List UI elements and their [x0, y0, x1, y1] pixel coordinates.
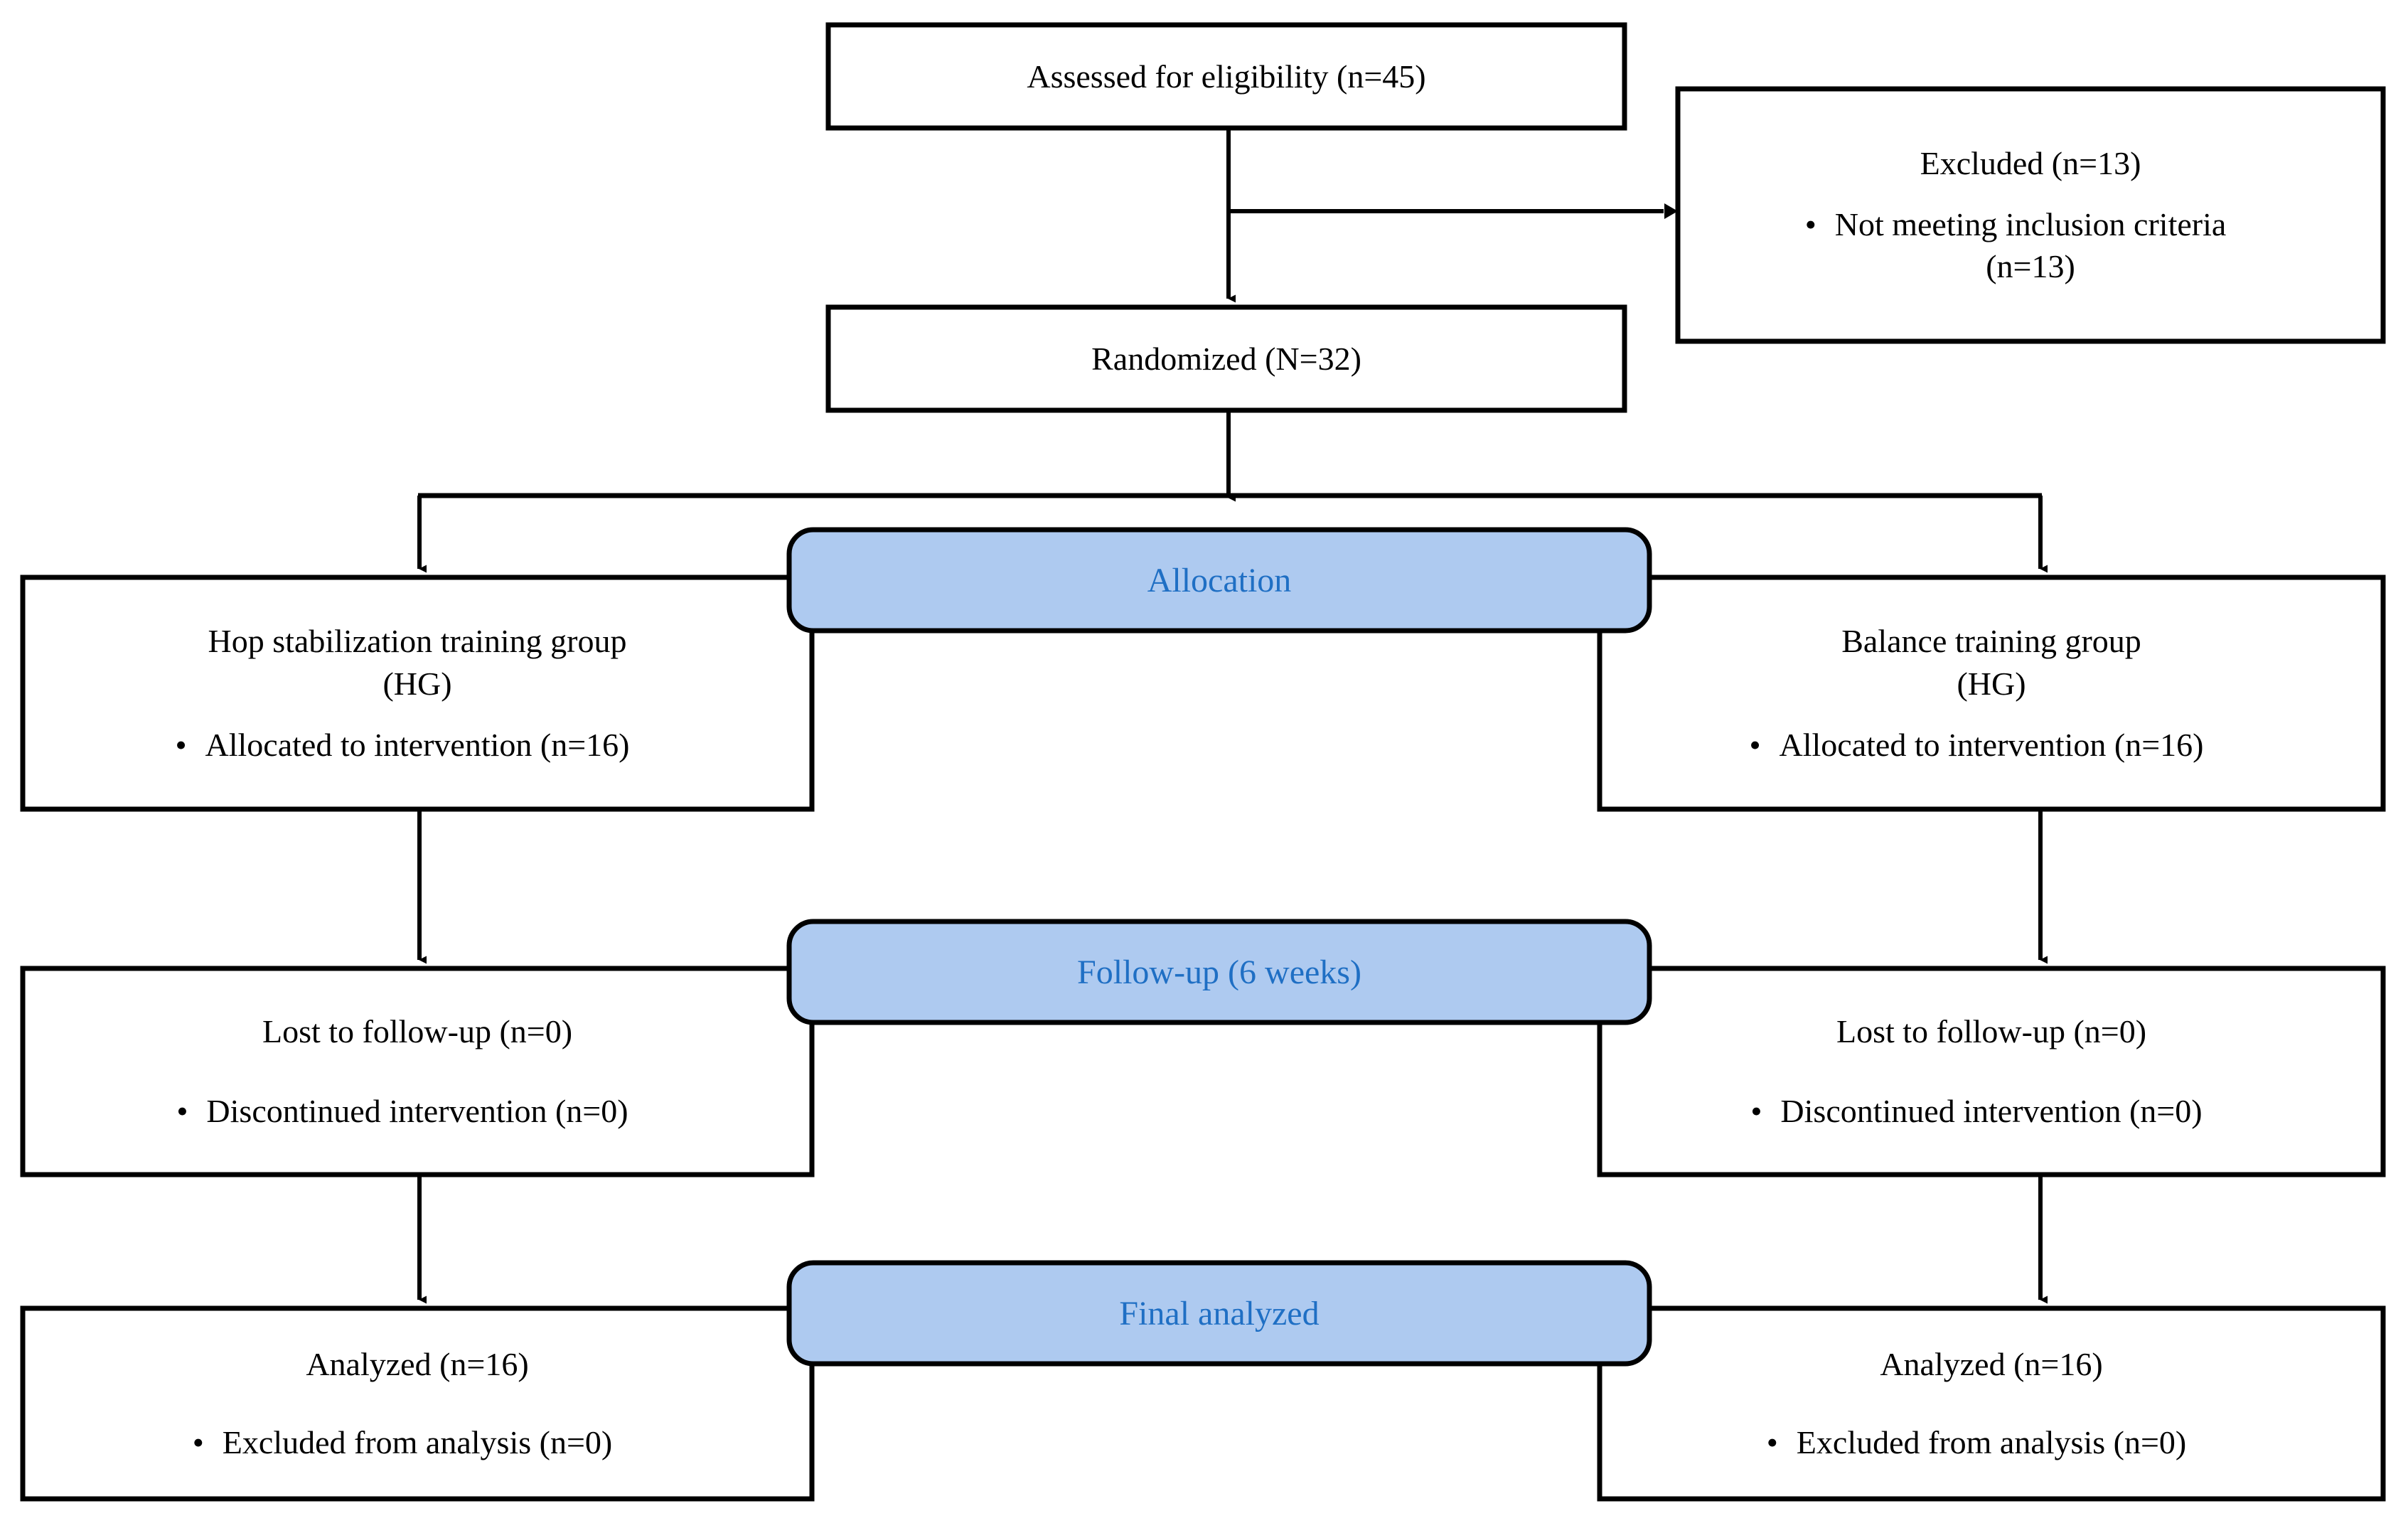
excluded-box: [1675, 86, 2386, 344]
arrowhead-excluded-icon: [1664, 203, 1678, 219]
stage-badge-allocation-label: Allocation: [1147, 561, 1292, 599]
randomized-box: [825, 304, 1627, 413]
stage-badge-final: Final analyzed: [789, 1263, 1649, 1364]
stage-badge-allocation-shape: [786, 527, 1652, 634]
allocation-left-box: [20, 575, 815, 812]
stage-badge-followup: Follow-up (6 weeks): [789, 921, 1649, 1022]
assessed-box: [825, 22, 1627, 131]
stage-badge-final-label: Final analyzed: [1119, 1294, 1320, 1332]
analyzed-left-box: [20, 1305, 815, 1502]
stage-badge-final-shape: [786, 1260, 1652, 1367]
stage-badge-allocation: Allocation: [789, 530, 1649, 631]
analyzed-right-box: [1597, 1305, 2386, 1502]
stage-badge-followup-label: Follow-up (6 weeks): [1077, 953, 1361, 991]
followup-right-box: [1597, 966, 2386, 1177]
followup-left-box: [20, 966, 815, 1177]
allocation-right-box: [1597, 575, 2386, 812]
stage-badge-followup-shape: [786, 919, 1652, 1025]
